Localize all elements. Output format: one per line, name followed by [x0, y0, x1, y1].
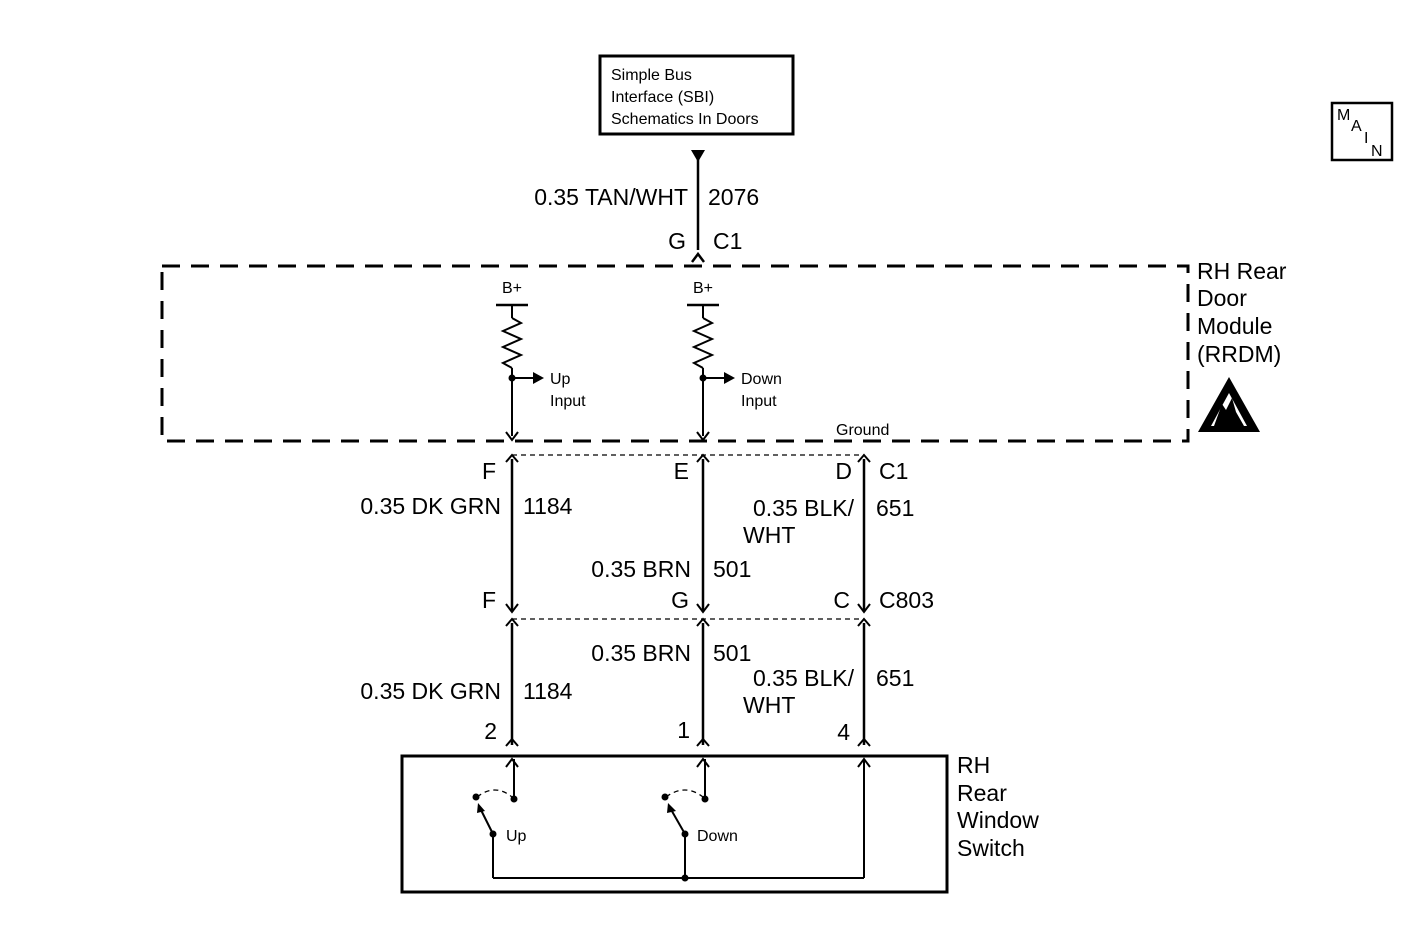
up-switch-label: Up — [506, 828, 527, 845]
switch-pin-1: 1 — [677, 717, 690, 743]
c1-pin-e: E — [674, 458, 689, 484]
up-input-label-2: Input — [550, 393, 586, 410]
c803-pin-c: C — [833, 587, 850, 613]
rear-window-switch[interactable]: RH Rear Window Switch Up — [400, 752, 1039, 894]
switch-pin-4: 4 — [837, 719, 850, 745]
down-bplus-label: B+ — [693, 280, 713, 297]
down-input-arrow-icon — [724, 372, 735, 384]
down-input-label-1: Down — [741, 371, 782, 388]
switch-name-line-2: Rear — [957, 780, 1007, 806]
down-pullup-resistor-icon — [691, 317, 715, 369]
module-name-line-4: (RRDM) — [1197, 341, 1281, 367]
sbi-line-1: Simple Bus — [611, 67, 692, 84]
c803-pin-g: G — [671, 587, 689, 613]
main-icon[interactable]: M A I N — [1330, 101, 1394, 162]
connector-c1-pin-g-icon — [691, 251, 705, 263]
c1-pin-g-label: G — [668, 228, 686, 254]
switch-name-line-4: Switch — [957, 835, 1025, 861]
ground-label: Ground — [836, 422, 889, 439]
rrdm-module[interactable]: RH Rear Door Module (RRDM) — [160, 258, 1287, 443]
connector-c803[interactable]: F G C C803 — [482, 587, 934, 627]
upper-wire-651-circuit: 651 — [876, 495, 914, 521]
sbi-line-3: Schematics In Doors — [611, 111, 759, 128]
connector-c1[interactable]: F E D C1 — [482, 453, 908, 484]
down-input-label-2: Input — [741, 393, 777, 410]
switch-name-line-3: Window — [957, 807, 1039, 833]
module-name-line-3: Module — [1197, 313, 1272, 339]
c1-label-top: C1 — [713, 228, 742, 254]
wire-2076: 0.35 TAN/WHT 2076 G C1 — [534, 150, 759, 263]
wire-2076-color: 0.35 TAN/WHT — [534, 184, 688, 210]
upper-wires: 0.35 DK GRN 1184 0.35 BLK/ WHT 651 0.35 … — [360, 459, 914, 614]
c1-connector-label: C1 — [879, 458, 908, 484]
lower-wire-1184-circuit: 1184 — [523, 678, 573, 704]
switch-pin-2: 2 — [484, 718, 497, 744]
upper-wire-651-color-2: WHT — [743, 522, 795, 548]
down-switch-contact-icon: Down — [661, 759, 738, 878]
lower-wire-651-color-1: 0.35 BLK/ — [753, 665, 855, 691]
upper-wire-1184-color: 0.35 DK GRN — [360, 493, 501, 519]
lower-wire-651-circuit: 651 — [876, 665, 914, 691]
up-input-label-1: Up — [550, 371, 571, 388]
sbi-reference-box[interactable]: Simple Bus Interface (SBI) Schematics In… — [598, 54, 795, 136]
sbi-line-2: Interface (SBI) — [611, 89, 714, 106]
main-icon-n: N — [1371, 143, 1383, 160]
c803-connector-label: C803 — [879, 587, 934, 613]
esd-warning-icon — [1198, 377, 1260, 432]
wire-2076-circuit: 2076 — [708, 184, 759, 210]
main-icon-i: I — [1364, 130, 1368, 147]
upper-wire-501-circuit: 501 — [713, 556, 751, 582]
c1-pin-f: F — [482, 458, 496, 484]
module-name-line-2: Door — [1197, 285, 1247, 311]
c803-pin-f: F — [482, 587, 496, 613]
lower-wire-501-circuit: 501 — [713, 640, 751, 666]
down-input-circuit: B+ Down Input — [687, 280, 782, 442]
lower-wire-501-color: 0.35 BRN — [591, 640, 691, 666]
lower-wire-1184-color: 0.35 DK GRN — [360, 678, 501, 704]
up-switch-contact-icon: Up — [472, 759, 527, 878]
upper-wire-651-color-1: 0.35 BLK/ — [753, 495, 855, 521]
switch-name-line-1: RH — [957, 752, 990, 778]
up-bplus-label: B+ — [502, 280, 522, 297]
lower-wire-651-color-2: WHT — [743, 692, 795, 718]
module-name-line-1: RH Rear — [1197, 258, 1287, 284]
up-input-circuit: B+ Up Input — [496, 280, 586, 442]
up-input-arrow-icon — [533, 372, 544, 384]
upper-wire-501-color: 0.35 BRN — [591, 556, 691, 582]
upper-wire-1184-circuit: 1184 — [523, 493, 573, 519]
lower-wires: 0.35 BRN 501 0.35 BLK/ WHT 651 0.35 DK G… — [360, 623, 914, 747]
main-icon-a: A — [1351, 118, 1362, 135]
down-switch-label: Down — [697, 828, 738, 845]
c1-pin-d: D — [835, 458, 852, 484]
main-icon-m: M — [1337, 107, 1350, 124]
up-pullup-resistor-icon — [500, 317, 524, 369]
